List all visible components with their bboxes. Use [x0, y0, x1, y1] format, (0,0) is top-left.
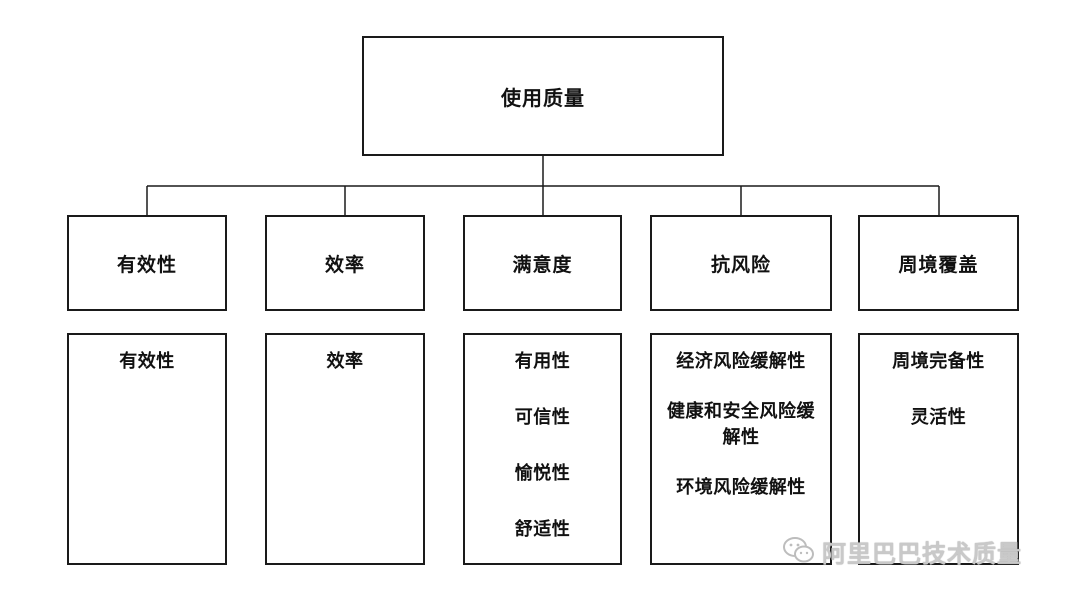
detail-box-effectiveness: 有效性 — [67, 333, 227, 565]
detail-item: 效率 — [326, 351, 364, 372]
detail-item: 健康和安全风险缓解性 — [667, 401, 815, 448]
detail-item: 有用性 — [514, 351, 571, 372]
detail-item: 有效性 — [119, 351, 175, 372]
detail-item: 可信性 — [514, 407, 571, 428]
category-label: 满意度 — [512, 253, 573, 276]
detail-box-efficiency: 效率 — [265, 333, 425, 565]
category-node-effectiveness: 有效性 — [67, 215, 227, 311]
category-label: 抗风险 — [710, 253, 771, 276]
watermark: 阿里巴巴技术质量 — [782, 534, 1022, 569]
category-node-context-coverage: 周境覆盖 — [858, 215, 1019, 311]
category-label: 有效性 — [116, 253, 177, 276]
category-node-satisfaction: 满意度 — [463, 215, 622, 311]
detail-item: 经济风险缓解性 — [676, 351, 806, 372]
category-node-efficiency: 效率 — [265, 215, 425, 311]
root-label: 使用质量 — [501, 85, 585, 110]
category-node-risk-freedom: 抗风险 — [650, 215, 832, 311]
category-label: 周境覆盖 — [898, 253, 979, 276]
detail-item: 灵活性 — [910, 407, 967, 428]
detail-box-satisfaction: 有用性 可信性 愉悦性 舒适性 — [463, 333, 622, 565]
detail-box-risk-freedom: 经济风险缓解性 健康和安全风险缓解性 环境风险缓解性 — [650, 333, 832, 565]
watermark-text: 阿里巴巴技术质量 — [822, 540, 1022, 568]
detail-item: 周境完备性 — [892, 351, 985, 372]
root-node: 使用质量 — [362, 36, 724, 156]
wechat-icon — [782, 535, 816, 569]
detail-item: 环境风险缓解性 — [676, 477, 806, 498]
detail-box-context-coverage: 周境完备性 灵活性 — [858, 333, 1019, 565]
category-label: 效率 — [324, 253, 365, 276]
detail-item: 舒适性 — [514, 519, 571, 540]
detail-item: 愉悦性 — [514, 463, 571, 484]
